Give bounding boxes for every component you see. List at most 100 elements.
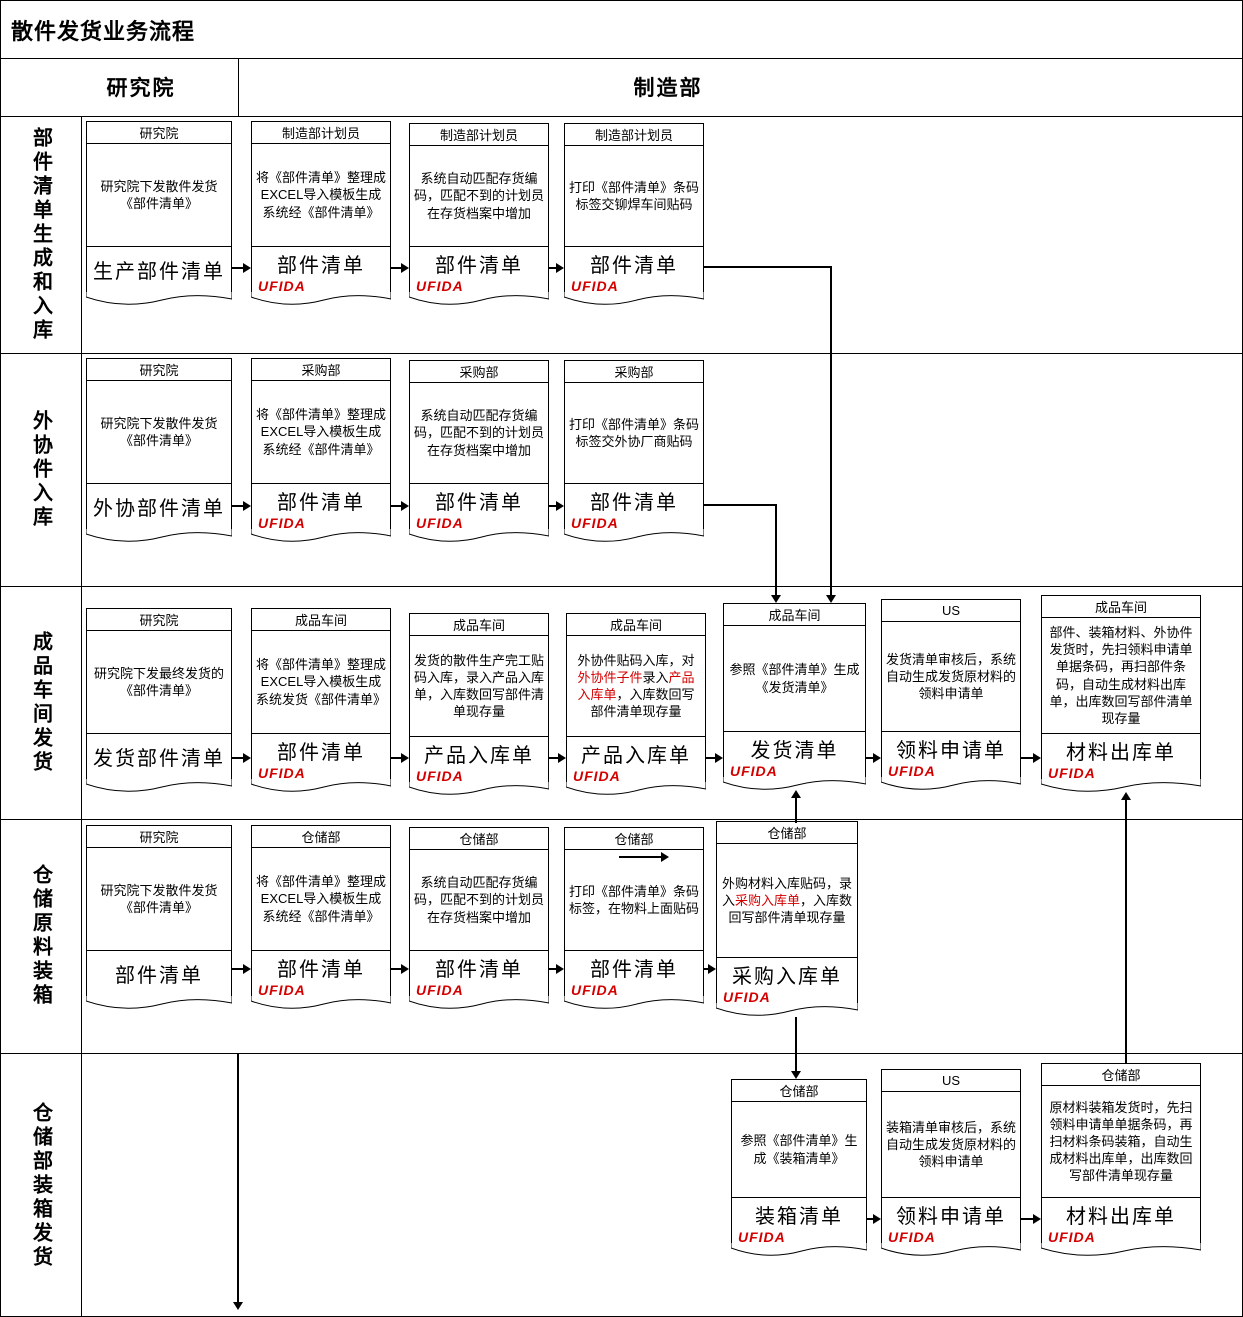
document-name-label: 生产部件清单 <box>93 261 225 283</box>
grid-line <box>1 586 1242 587</box>
ufida-logo: UFIDA <box>258 765 306 779</box>
grid-line <box>1 58 1242 59</box>
flow-line <box>866 757 875 759</box>
swimlane-warehouse-packing-shipping: 仓储部装箱发货 <box>1 1053 81 1316</box>
description-text: 研究院下发散件发货《部件清单》 <box>100 178 218 211</box>
card-description: 将《部件清单》整理成EXCEL导入模板生成系统经《部件清单》 <box>251 144 391 246</box>
highlighted-text: 外协件子件 <box>577 669 643 685</box>
arrowhead <box>826 595 836 603</box>
description-text: 研究院下发散件发货《部件清单》 <box>100 882 218 915</box>
card-department-label: 成品车间 <box>251 608 391 631</box>
card-description: 参照《部件清单》生成《装箱清单》 <box>731 1102 867 1197</box>
document-name-label: 发货清单 <box>750 740 839 762</box>
arrowhead <box>1121 792 1131 800</box>
ufida-logo: UFIDA <box>258 278 306 292</box>
description-text: 系统自动匹配存货编码，匹配不到的计划员在存货档案中增加 <box>414 408 545 458</box>
description-text: 打印《部件清单》条码标签，在物料上面贴码 <box>569 883 700 916</box>
ufida-logo: UFIDA <box>1048 1229 1096 1243</box>
document-wave <box>409 996 549 1010</box>
document-wave <box>86 779 232 793</box>
arrowhead <box>401 501 409 511</box>
swimlane-label-text: 部件清单生成和入库 <box>29 126 52 343</box>
ufida-logo: UFIDA <box>416 768 464 782</box>
flow-line <box>237 1053 239 1304</box>
arrowhead <box>243 263 251 273</box>
arrowhead <box>873 753 881 763</box>
description-text: 将《部件清单》整理成EXCEL导入模板生成系统经《部件清单》 <box>256 874 387 924</box>
card-department-label: 制造部计划员 <box>564 123 704 146</box>
description-text: 打印《部件清单》条码标签交铆焊车间贴码 <box>569 179 700 212</box>
card-description: 打印《部件清单》条码标签交外协厂商贴码 <box>564 383 704 483</box>
document-wave <box>251 529 391 543</box>
card-description: 发货清单审核后，系统自动生成发货原材料的领料申请单 <box>881 622 1021 731</box>
flow-line <box>549 505 558 507</box>
document-name-label: 部件清单 <box>590 959 678 981</box>
card-description: 打印《部件清单》条码标签，在物料上面贴码 <box>564 850 704 950</box>
ufida-logo: UFIDA <box>723 989 771 1003</box>
flow-line <box>391 968 403 970</box>
flow-line <box>867 1218 875 1220</box>
card-department-label: 仓储部 <box>716 821 858 844</box>
flow-line <box>775 504 777 599</box>
document-name-label: 部件清单 <box>590 255 678 277</box>
grid-line <box>1 116 1242 117</box>
document-wave <box>566 782 706 796</box>
description-text: 系统自动匹配存货编码，匹配不到的计划员在存货档案中增加 <box>414 171 545 221</box>
swimlane-label-text: 成品车间发货 <box>29 630 52 775</box>
flow-line <box>704 968 710 970</box>
flow-line <box>1021 757 1035 759</box>
flow-line <box>704 504 777 506</box>
column-header-manufacturing: 制造部 <box>633 77 703 100</box>
flow-line <box>795 798 797 823</box>
card-department-label: 仓储部 <box>251 825 391 848</box>
card-department-label: 研究院 <box>86 608 232 631</box>
arrowhead <box>873 1214 881 1224</box>
document-wave <box>409 292 549 306</box>
document-section: 部件清单 <box>86 950 232 996</box>
document-name-label: 领料申请单 <box>896 740 1006 762</box>
grid-line <box>238 58 239 116</box>
card-department-label: 研究院 <box>86 825 232 848</box>
ufida-logo: UFIDA <box>888 763 936 777</box>
document-wave <box>564 292 704 306</box>
document-name-label: 装箱清单 <box>755 1206 843 1228</box>
document-name-label: 部件清单 <box>590 492 678 514</box>
flow-line <box>704 266 832 268</box>
flow-line <box>830 266 832 597</box>
card-department-label: 仓储部 <box>731 1079 867 1102</box>
document-name-label: 部件清单 <box>277 742 365 764</box>
flow-line <box>232 505 245 507</box>
arrowhead <box>791 790 801 798</box>
arrowhead <box>401 964 409 974</box>
ufida-logo: UFIDA <box>730 763 778 777</box>
card-department-label: 制造部计划员 <box>251 121 391 144</box>
flow-line <box>232 968 245 970</box>
document-wave <box>86 996 232 1010</box>
arrowhead <box>401 263 409 273</box>
swimlane-label-text: 仓储原料装箱 <box>29 864 52 1008</box>
process-card: 制造部计划员将《部件清单》整理成EXCEL导入模板生成系统经《部件清单》部件清单… <box>251 121 391 306</box>
document-wave <box>409 782 549 796</box>
arrowhead <box>243 964 251 974</box>
document-name-label: 材料出库单 <box>1066 742 1176 764</box>
card-department-label: 采购部 <box>251 358 391 381</box>
description-text: 将《部件清单》整理成EXCEL导入模板生成系统经《部件清单》 <box>256 407 387 457</box>
card-department-label: US <box>881 599 1021 622</box>
page-title: 散件发货业务流程 <box>11 19 196 44</box>
arrowhead <box>708 964 716 974</box>
flow-line <box>706 757 717 759</box>
ufida-logo: UFIDA <box>258 515 306 529</box>
